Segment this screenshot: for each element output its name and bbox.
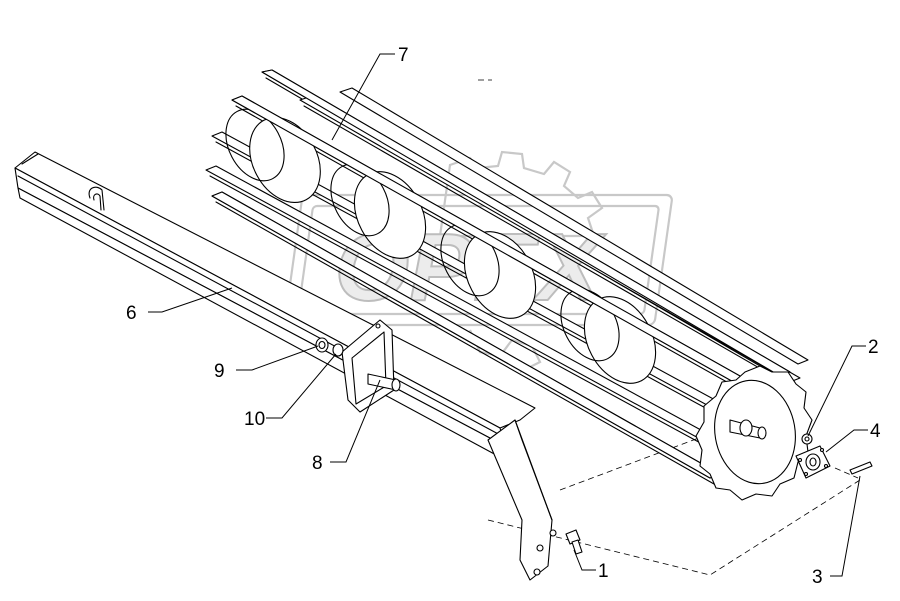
callout-10: 10 <box>244 409 265 430</box>
callout-2: 2 <box>868 337 879 358</box>
nut-washer <box>315 337 344 357</box>
callout-8: 8 <box>312 453 323 474</box>
bolt <box>565 529 583 555</box>
callout-6: 6 <box>126 303 137 324</box>
leader-lines <box>148 53 868 577</box>
cage-roller <box>205 69 813 501</box>
callout-7: 7 <box>398 45 409 66</box>
callout-labels: 7 6 9 10 8 1 2 4 3 <box>126 45 881 588</box>
callout-1: 1 <box>598 561 609 582</box>
flange-bearing <box>795 445 831 479</box>
bearing-bracket <box>341 319 401 413</box>
small-nut <box>801 433 813 445</box>
pin <box>849 461 873 475</box>
callout-3: 3 <box>812 567 823 588</box>
callout-9: 9 <box>214 361 225 382</box>
callout-4: 4 <box>870 421 881 442</box>
